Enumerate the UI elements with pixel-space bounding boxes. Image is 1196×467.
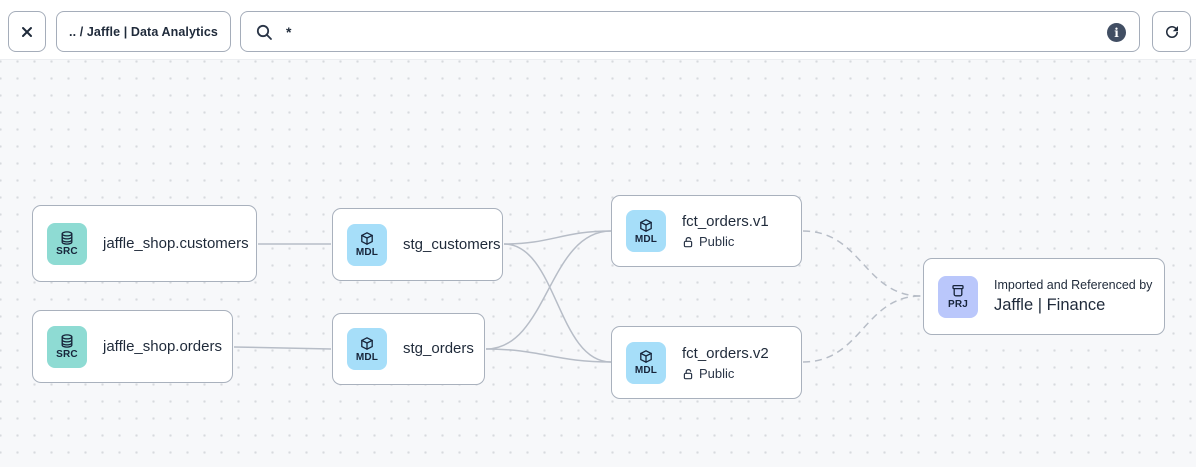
badge-label: MDL <box>355 351 379 363</box>
breadcrumb-button[interactable]: .. / Jaffle | Data Analytics <box>56 11 231 52</box>
source-badge: SRC <box>47 325 87 368</box>
node-label: fct_orders.v2 <box>682 344 769 362</box>
node-subtitle: Imported and Referenced by <box>994 278 1153 292</box>
badge-label: MDL <box>634 365 658 376</box>
refresh-icon <box>1165 25 1178 38</box>
node-label: fct_orders.v1 <box>682 213 769 230</box>
search-box: i <box>240 11 1140 52</box>
source-badge: SRC <box>47 222 87 265</box>
project-badge: PRJ <box>938 275 978 318</box>
model-icon <box>640 350 652 363</box>
badge-label: PRJ <box>947 299 969 310</box>
badge-label: SRC <box>56 349 78 360</box>
toolbar: .. / Jaffle | Data Analytics i <box>0 0 1196 60</box>
badge-label: SRC <box>56 246 78 257</box>
model-icon <box>361 232 373 245</box>
badge-label: MDL <box>634 233 658 245</box>
node-label: stg_orders <box>403 340 474 357</box>
node-label: Jaffle | Finance <box>994 296 1106 314</box>
node-fct-orders-v1[interactable]: MDL fct_orders.v1 Public <box>611 195 802 267</box>
breadcrumb: .. / Jaffle | Data Analytics <box>69 24 218 39</box>
model-icon <box>361 336 373 350</box>
refresh-button[interactable] <box>1152 11 1191 52</box>
database-icon <box>61 334 73 348</box>
access-badge: Public <box>682 234 769 250</box>
node-fct-orders-v2[interactable]: MDL fct_orders.v2 Public <box>611 326 802 399</box>
model-badge: MDL <box>347 223 387 266</box>
search-input[interactable] <box>241 12 1139 51</box>
node-label: stg_customers <box>403 235 501 253</box>
unlock-icon <box>683 237 693 248</box>
access-badge: Public <box>682 366 769 382</box>
project-icon <box>952 284 964 297</box>
model-badge: MDL <box>626 341 666 384</box>
access-label: Public <box>699 365 735 381</box>
node-stg-orders[interactable]: MDL stg_orders <box>332 313 485 385</box>
info-icon[interactable]: i <box>1107 23 1126 42</box>
unlock-icon <box>683 368 693 379</box>
close-icon <box>22 26 32 37</box>
node-project-jaffle-finance[interactable]: PRJ Imported and Referenced by Jaffle | … <box>923 258 1165 335</box>
node-label: jaffle_shop.customers <box>103 234 249 252</box>
database-icon <box>61 231 73 245</box>
node-jaffle-shop-customers[interactable]: SRC jaffle_shop.customers <box>32 205 257 282</box>
node-stg-customers[interactable]: MDL stg_customers <box>332 208 503 281</box>
node-jaffle-shop-orders[interactable]: SRC jaffle_shop.orders <box>32 310 233 383</box>
badge-label: MDL <box>355 247 379 258</box>
model-badge: MDL <box>347 328 387 370</box>
model-icon <box>640 218 652 232</box>
model-badge: MDL <box>626 210 666 252</box>
access-label: Public <box>699 234 735 249</box>
node-label: jaffle_shop.orders <box>103 337 222 355</box>
close-button[interactable] <box>8 11 46 52</box>
